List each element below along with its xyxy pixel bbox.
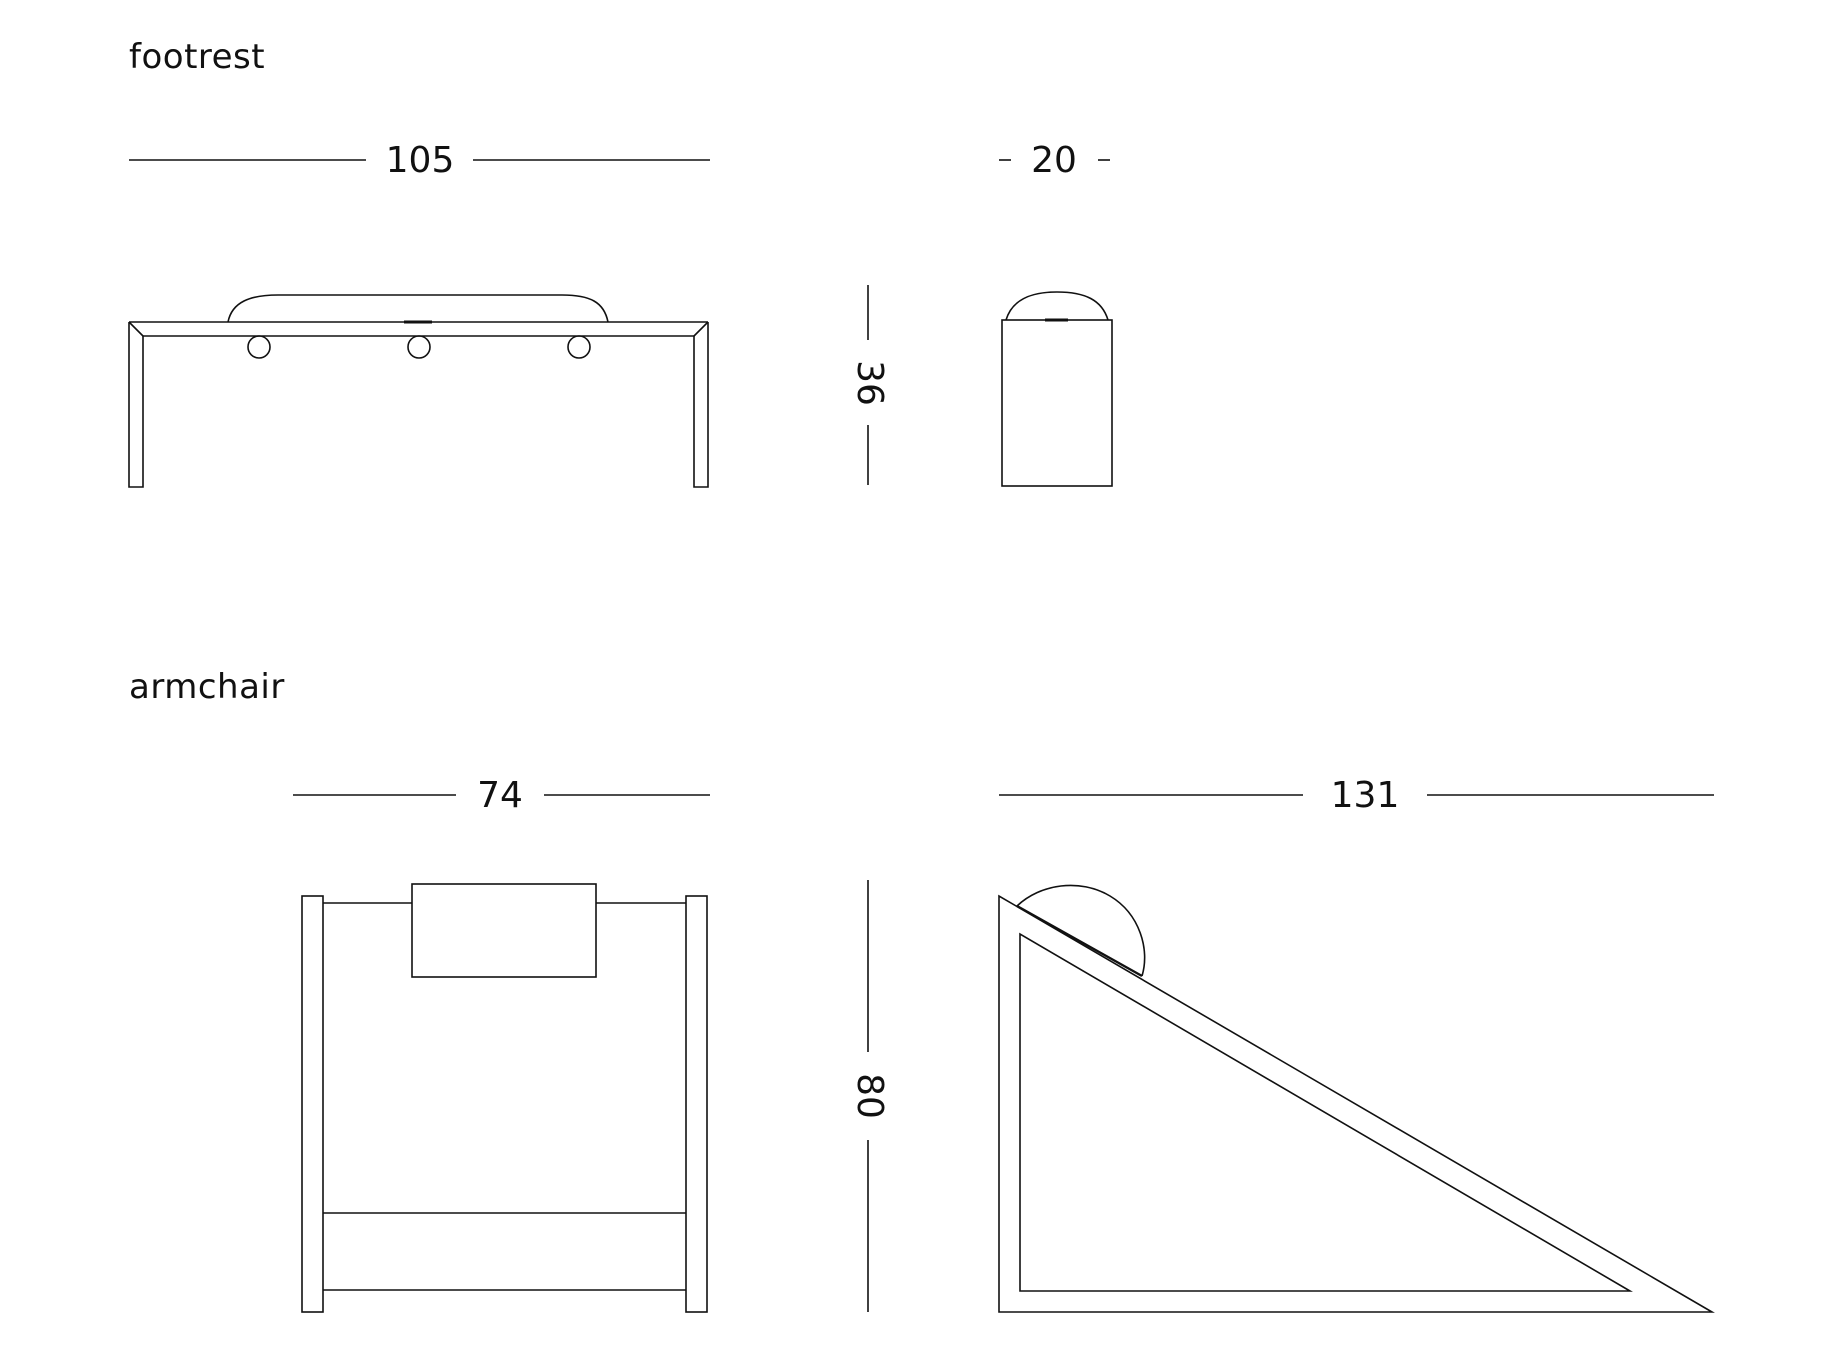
- armchair-side-inner: [1019, 932, 1633, 1292]
- footrest-side-view: [1001, 291, 1113, 487]
- armchair-left-arm: [301, 895, 324, 1313]
- armchair-width-dimension: 74: [293, 775, 710, 816]
- footrest-right-leg: [693, 322, 709, 488]
- footrest-front-view: [128, 294, 709, 488]
- footrest-left-miter: [128, 321, 144, 337]
- footrest-ring-right: [567, 335, 591, 359]
- armchair-side-outer: [998, 894, 1715, 1313]
- armchair-side-view: [998, 884, 1715, 1313]
- footrest-title: footrest: [129, 37, 266, 77]
- armchair-front-view: [301, 883, 708, 1313]
- armchair-side-headrest: [1016, 884, 1146, 977]
- armchair-width-label: 74: [477, 775, 523, 816]
- footrest-depth-label: 20: [1031, 140, 1077, 181]
- armchair-depth-dimension: 131: [999, 775, 1714, 816]
- footrest-right-miter: [693, 321, 709, 337]
- footrest-width-dimension: 105: [129, 140, 710, 181]
- footrest-side-cushion: [1005, 291, 1109, 321]
- footrest-ring-middle: [407, 335, 431, 359]
- footrest-depth-dimension: 20: [999, 140, 1110, 181]
- footrest-left-leg: [128, 322, 144, 488]
- armchair-title: armchair: [129, 667, 285, 707]
- armchair-height-label: 80: [849, 1073, 890, 1119]
- armchair-headrest: [411, 883, 597, 978]
- armchair-side-headrest-base: [1016, 904, 1143, 978]
- footrest-cushion: [227, 294, 609, 323]
- footrest-width-label: 105: [386, 140, 455, 181]
- armchair-depth-label: 131: [1331, 775, 1400, 816]
- armchair-right-arm: [685, 895, 708, 1313]
- footrest-height-dimension: 36: [849, 285, 890, 485]
- footrest-height-label: 36: [849, 360, 890, 406]
- footrest-ring-left: [247, 335, 271, 359]
- armchair-height-dimension: 80: [849, 880, 890, 1312]
- footrest-side-body: [1001, 319, 1113, 487]
